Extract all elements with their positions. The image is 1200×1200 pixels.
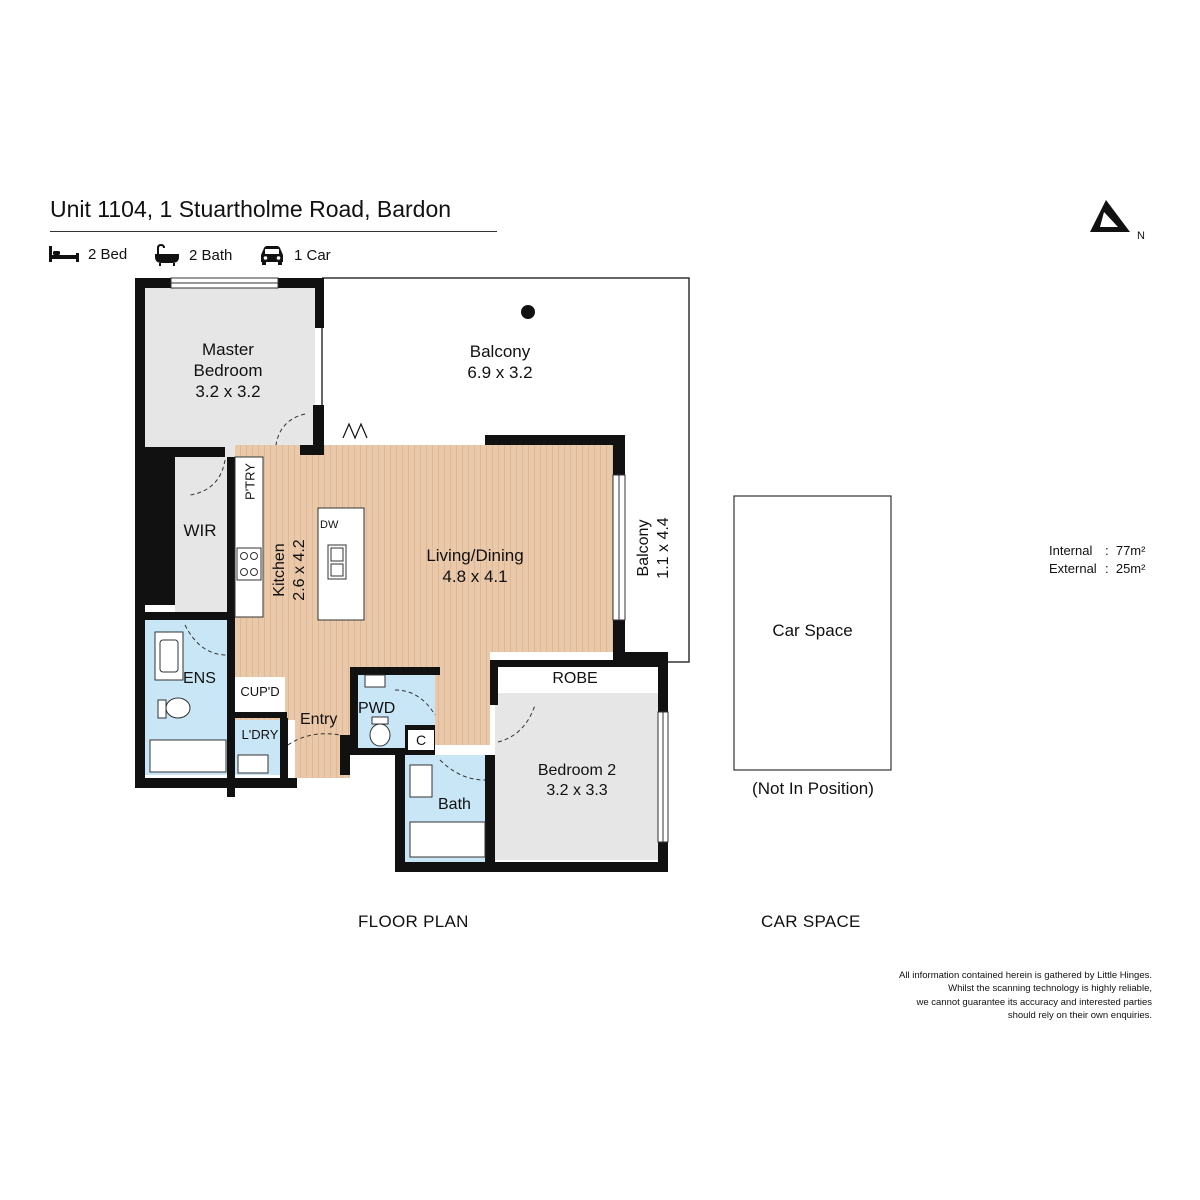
balcony-size: 6.9 x 3.2	[467, 363, 533, 382]
laundry-tub	[237, 754, 269, 774]
car-icon	[261, 246, 283, 265]
door-swings	[184, 413, 536, 781]
dishwasher-label: DW	[320, 519, 339, 531]
car-space-caption: CAR SPACE	[761, 912, 861, 931]
north-label: N	[1137, 230, 1145, 242]
small-cupboard-label: C	[408, 730, 434, 750]
car-space-label: Car Space	[772, 621, 853, 640]
cupboard-floor	[235, 677, 285, 712]
side-balcony-name: Balcony	[635, 519, 652, 577]
master-bedroom-floor	[145, 287, 315, 457]
master-bedroom-label: Master Bedroom 3.2 x 3.2	[178, 339, 278, 402]
entry-label: Entry	[300, 711, 338, 728]
wir-floor	[175, 457, 235, 617]
internal-area-row: Internal: 77m²	[1049, 543, 1146, 558]
external-area-label: External	[1049, 561, 1097, 576]
disclaimer-line: we cannot guarantee its accuracy and int…	[916, 996, 1152, 1008]
page-title: Unit 1104, 1 Stuartholme Road, Bardon	[50, 196, 452, 222]
internal-area-value: 77m²	[1115, 543, 1146, 558]
bath-feature: 2 Bath	[153, 244, 232, 266]
cooktop-icon	[236, 547, 262, 581]
kitchen-name: Kitchen	[271, 543, 288, 597]
powder-room-label: PWD	[358, 700, 396, 717]
external-area-row: External: 25m²	[1049, 561, 1146, 576]
balcony-label: Balcony 6.9 x 3.2	[440, 341, 560, 383]
pantry-label: P'TRY	[242, 463, 258, 500]
internal-area-label: Internal	[1049, 543, 1093, 558]
windows	[170, 277, 669, 843]
laundry-label: L'DRY	[241, 727, 279, 742]
cupboard-label: CUP'D	[240, 684, 280, 699]
disclaimer-line: Whilst the scanning technology is highly…	[948, 983, 1152, 995]
sliding-door-marker	[342, 422, 368, 440]
disclaimer-line: All information contained herein is gath…	[899, 970, 1152, 981]
kitchen-sink-icon	[327, 544, 347, 580]
bed-feature: 2 Bed	[48, 244, 127, 264]
car-feature: 1 Car	[258, 244, 331, 266]
living-dining-size: 4.8 x 4.1	[442, 567, 508, 586]
bath-icon	[155, 244, 179, 266]
robe-label: ROBE	[552, 670, 598, 687]
external-area-value: 25m²	[1115, 561, 1146, 576]
side-balcony-label: Balcony 1.1 x 4.4	[634, 498, 674, 598]
bath-count: 2 Bath	[189, 246, 233, 264]
car-count: 1 Car	[294, 246, 331, 264]
master-bedroom-size: 3.2 x 3.2	[195, 382, 261, 401]
bath-label: Bath	[438, 796, 471, 813]
balcony-post	[521, 305, 535, 319]
robe-floor	[495, 667, 658, 693]
master-bedroom-name-2: Bedroom	[193, 361, 263, 380]
floor-plan-caption: FLOOR PLAN	[358, 912, 469, 931]
powder-fixtures	[364, 674, 391, 747]
car-space-note: (Not In Position)	[752, 779, 874, 798]
master-bedroom-name-1: Master	[202, 340, 254, 359]
ensuite-label: ENS	[183, 670, 216, 687]
kitchen-size: 2.6 x 4.2	[291, 539, 308, 601]
balcony-name: Balcony	[469, 342, 531, 361]
disclaimer: All information contained herein is gath…	[899, 969, 1152, 1023]
bedroom-2-label: Bedroom 2 3.2 x 3.3	[522, 761, 632, 801]
title-divider	[50, 231, 497, 232]
walls	[135, 278, 668, 872]
kitchen-label: Kitchen 2.6 x 4.2	[270, 520, 310, 620]
kitchen-bench	[234, 456, 264, 618]
bath-fixtures	[409, 764, 486, 858]
living-dining-name: Living/Dining	[426, 546, 524, 565]
side-balcony-size: 1.1 x 4.4	[655, 517, 672, 579]
north-arrow-icon	[1090, 200, 1130, 232]
bedroom-2-size: 3.2 x 3.3	[546, 782, 608, 799]
wir-label: WIR	[183, 521, 217, 540]
bed-icon	[49, 246, 79, 262]
bedroom2-floor	[495, 693, 658, 860]
bed-count: 2 Bed	[88, 245, 128, 263]
living-dining-label: Living/Dining 4.8 x 4.1	[410, 545, 540, 587]
car-space-box	[733, 495, 892, 771]
ensuite-fixtures	[149, 631, 227, 773]
disclaimer-line: should rely on their own enquiries.	[1007, 1010, 1152, 1022]
bedroom-2-name: Bedroom 2	[537, 762, 617, 779]
